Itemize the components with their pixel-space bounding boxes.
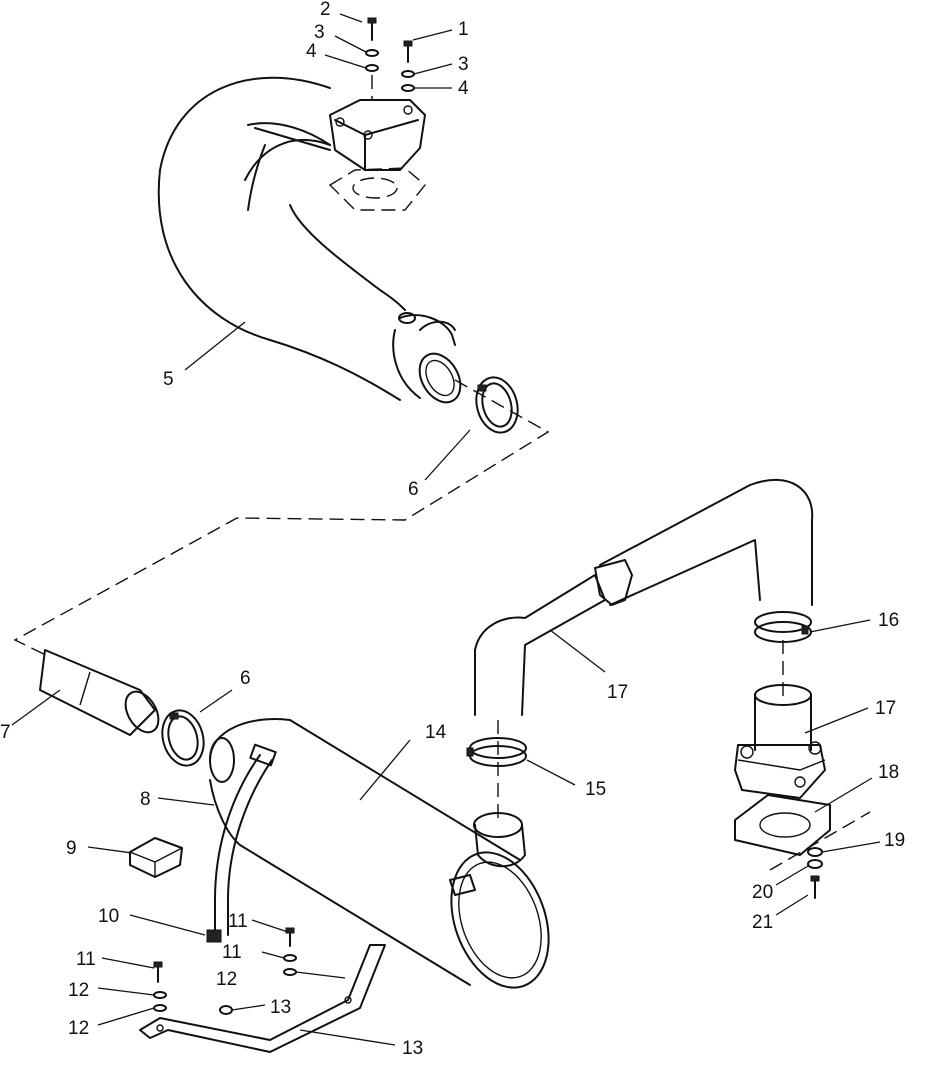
callout-18: 17 <box>607 682 628 703</box>
callout-21: 19 <box>884 830 905 851</box>
connection-line <box>13 379 550 658</box>
pad <box>129 837 183 878</box>
strap <box>206 743 277 943</box>
callout-6b: 6 <box>240 668 251 689</box>
callout-11a: 11 <box>228 911 248 932</box>
exhaust-pipe-upper <box>157 76 462 404</box>
callout-1: 1 <box>458 19 469 40</box>
manifold-flange <box>328 99 426 211</box>
outlet-flange <box>734 684 826 799</box>
callout-19: 17 <box>875 698 896 719</box>
leader-lines <box>11 13 881 1046</box>
callout-labels: 1 2 3 3 4 4 5 6 6 7 8 9 10 11 11 11 12 1… <box>0 0 905 1059</box>
callout-13a: 12 <box>216 969 237 990</box>
front-pipe <box>39 649 160 736</box>
callout-2: 2 <box>320 0 331 20</box>
right-fasteners <box>807 847 823 899</box>
callout-12b: 12 <box>68 980 89 1001</box>
clamp-upper <box>475 376 519 434</box>
callout-13b: 12 <box>68 1018 89 1039</box>
clamp-17-left <box>466 737 527 767</box>
callout-3b: 3 <box>458 54 469 75</box>
gasket <box>734 794 871 871</box>
callout-11b: 11 <box>76 949 96 970</box>
callout-14: 13 <box>270 997 291 1018</box>
callout-10: 10 <box>98 906 119 927</box>
callout-20: 18 <box>878 762 899 783</box>
muffler <box>209 718 550 989</box>
callout-17b: 16 <box>878 610 899 631</box>
callout-17a: 15 <box>585 779 606 800</box>
callout-11c: 21 <box>752 912 773 933</box>
callout-4b: 4 <box>458 78 469 99</box>
top-fasteners <box>365 17 415 100</box>
callout-12c: 20 <box>752 882 773 903</box>
callout-6a: 6 <box>408 479 419 500</box>
clamp-17-right <box>754 611 812 700</box>
callout-9: 9 <box>66 838 77 859</box>
callout-8: 8 <box>140 789 151 810</box>
bracket <box>139 944 386 1053</box>
callout-4a: 4 <box>306 41 317 62</box>
callout-5: 5 <box>163 369 174 390</box>
tail-pipe <box>474 479 814 820</box>
callout-3a: 3 <box>314 22 325 43</box>
callout-15: 13 <box>402 1038 423 1059</box>
clamp-lower <box>161 709 205 767</box>
callout-7: 7 <box>0 722 11 743</box>
callout-12a: 11 <box>222 942 242 963</box>
callout-16: 14 <box>425 722 447 743</box>
